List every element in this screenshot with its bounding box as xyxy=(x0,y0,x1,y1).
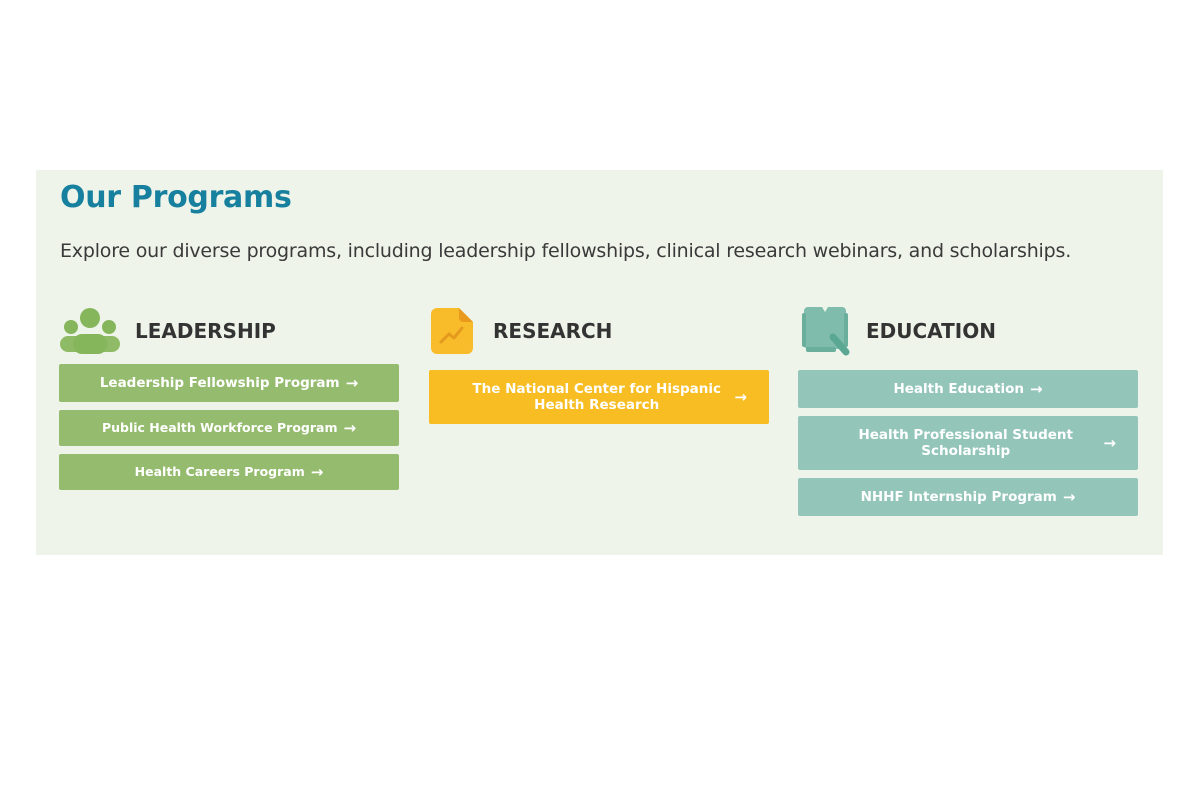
public-health-workforce-button[interactable]: Public Health Workforce Program → xyxy=(59,410,399,446)
leadership-header: LEADERSHIP xyxy=(59,304,399,358)
arrow-right-icon: → xyxy=(734,388,747,406)
education-header: EDUCATION xyxy=(798,304,1138,358)
research-heading: RESEARCH xyxy=(493,319,613,343)
leadership-column: LEADERSHIP Leadership Fellowship Program… xyxy=(59,304,399,498)
arrow-right-icon: → xyxy=(345,374,359,392)
button-label: Public Health Workforce Program xyxy=(101,420,338,435)
section-intro: Explore our diverse programs, including … xyxy=(60,240,1072,262)
button-label: NHHF Internship Program xyxy=(860,489,1057,505)
education-column: EDUCATION Health Education → Health Prof… xyxy=(798,304,1138,524)
button-label: The National Center for Hispanic Health … xyxy=(472,381,722,413)
leadership-fellowship-button[interactable]: Leadership Fellowship Program → xyxy=(59,364,399,402)
national-center-hispanic-health-research-button[interactable]: The National Center for Hispanic Health … xyxy=(429,370,769,424)
programs-section: Our Programs Explore our diverse program… xyxy=(36,170,1163,555)
button-label: Health Education xyxy=(893,381,1024,397)
research-column: RESEARCH The National Center for Hispani… xyxy=(429,304,769,432)
people-group-icon xyxy=(59,304,123,358)
button-label: Health Careers Program xyxy=(134,464,305,479)
book-pencil-icon xyxy=(798,304,866,358)
education-heading: EDUCATION xyxy=(866,319,996,343)
nhhf-internship-button[interactable]: NHHF Internship Program → xyxy=(798,478,1138,516)
health-education-button[interactable]: Health Education → xyxy=(798,370,1138,408)
arrow-right-icon: → xyxy=(1029,380,1043,398)
leadership-heading: LEADERSHIP xyxy=(135,319,276,343)
arrow-right-icon: → xyxy=(1062,488,1076,506)
arrow-right-icon: → xyxy=(310,463,324,481)
arrow-right-icon: → xyxy=(1103,434,1116,452)
arrow-right-icon: → xyxy=(343,419,357,437)
button-label: Leadership Fellowship Program xyxy=(99,375,340,391)
health-professional-student-scholarship-button[interactable]: Health Professional Student Scholarship … xyxy=(798,416,1138,470)
document-chart-icon xyxy=(429,304,489,358)
research-header: RESEARCH xyxy=(429,304,769,358)
button-label: Health Professional Student Scholarship xyxy=(858,427,1073,459)
section-title: Our Programs xyxy=(60,180,292,215)
health-careers-button[interactable]: Health Careers Program → xyxy=(59,454,399,490)
